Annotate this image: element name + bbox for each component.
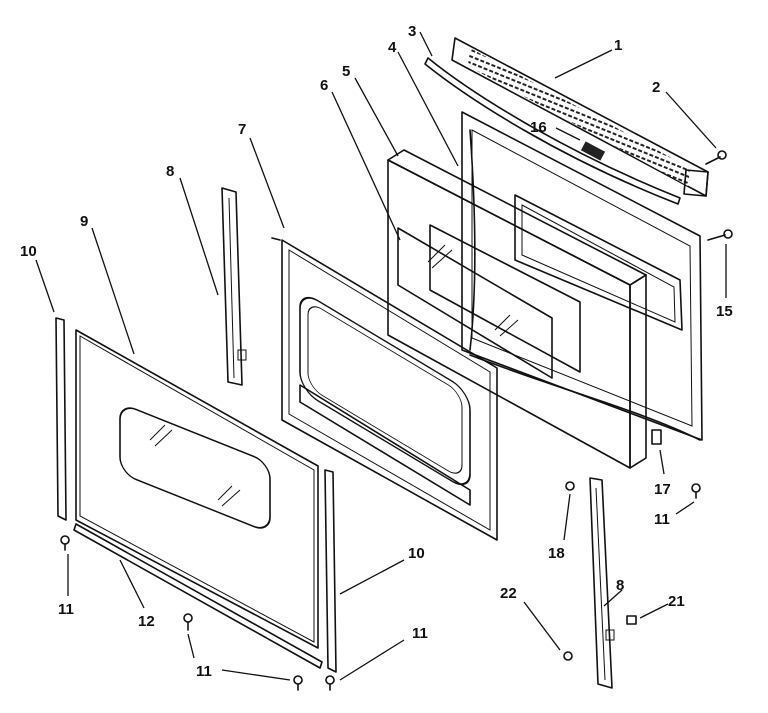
middle-door-panel	[271, 237, 498, 541]
screw-part	[60, 535, 70, 551]
side-trim-part	[324, 469, 337, 673]
callout-22: 22	[500, 585, 517, 602]
callout-11: 11	[654, 511, 670, 528]
callout-11: 11	[412, 625, 428, 642]
vent-trim-part	[451, 37, 709, 197]
leader-lines	[35, 31, 727, 681]
screw-part	[183, 613, 193, 631]
callout-4: 4	[388, 39, 397, 56]
clip-part	[651, 429, 662, 445]
bracket-part	[221, 187, 247, 386]
bracket-part	[589, 477, 615, 689]
screw-part	[565, 481, 575, 491]
callout-5: 5	[342, 63, 350, 80]
screw-part	[691, 483, 701, 499]
screw-part	[293, 675, 303, 691]
outer-door-panel	[75, 329, 319, 649]
callout-3: 3	[408, 23, 416, 40]
bottom-trim-part	[73, 523, 323, 669]
screw-part	[325, 675, 335, 691]
callout-10: 10	[408, 545, 425, 562]
callout-11: 11	[58, 601, 74, 618]
side-trim-part	[55, 317, 67, 521]
callout-17: 17	[654, 481, 671, 498]
callout-15: 15	[716, 303, 733, 320]
glass-part	[397, 227, 553, 379]
callout-labels: 1 2 3 4 5 6 7 8 8 9 10 10 11 11 11 11 12…	[20, 23, 733, 680]
callout-21: 21	[668, 593, 685, 610]
callout-16: 16	[530, 119, 547, 136]
callout-11: 11	[196, 663, 212, 680]
callout-8: 8	[616, 577, 624, 594]
callout-1: 1	[614, 37, 622, 54]
inner-door-panel	[461, 111, 703, 441]
strip-part	[424, 57, 681, 205]
callout-7: 7	[238, 121, 246, 138]
screw-part	[563, 651, 573, 661]
callout-18: 18	[548, 545, 565, 562]
callout-8: 8	[166, 163, 174, 180]
screw-part	[707, 229, 733, 241]
callout-6: 6	[320, 77, 328, 94]
callout-10: 10	[20, 243, 37, 260]
insulation-part	[387, 149, 647, 469]
callout-9: 9	[80, 213, 88, 230]
callout-12: 12	[138, 613, 155, 630]
callout-2: 2	[652, 79, 660, 96]
clip-part	[626, 615, 637, 625]
screw-part	[705, 150, 727, 165]
